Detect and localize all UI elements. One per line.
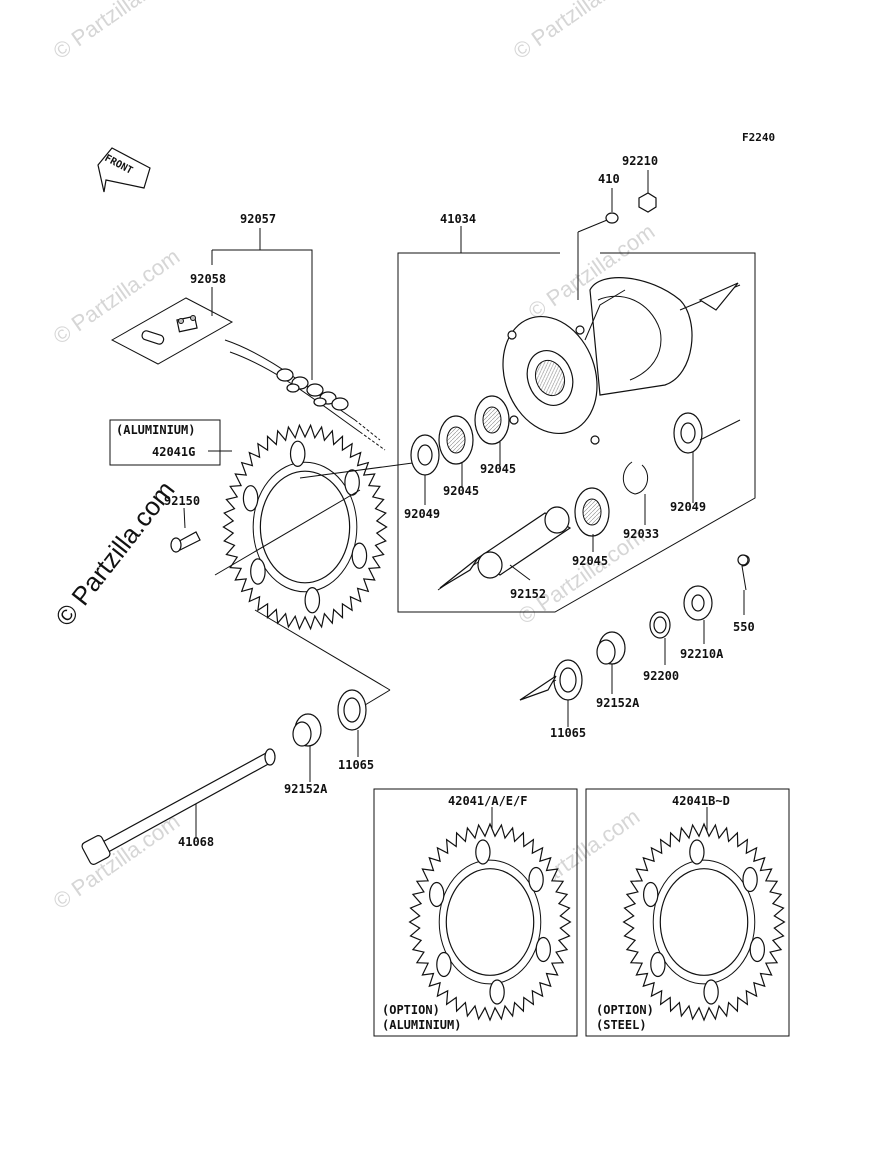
chain-links <box>276 368 349 411</box>
label-550: 550 <box>733 620 755 634</box>
rear-sprocket <box>222 423 388 631</box>
cotter-pin-550 <box>737 554 750 615</box>
label-11065-right: 11065 <box>550 726 586 740</box>
label-41068: 41068 <box>178 835 214 849</box>
rear-hub <box>502 217 741 445</box>
label-92049-right: 92049 <box>670 500 706 514</box>
bearing-92049-left <box>410 434 440 505</box>
label-92049-left: 92049 <box>404 507 440 521</box>
label-41034: 41034 <box>440 212 476 226</box>
label-option-alu-1: (OPTION) <box>382 1003 440 1017</box>
watermark: © Partzilla.com <box>49 0 185 64</box>
collar-92152A-right <box>596 631 626 694</box>
sprocket-to-seal-lines <box>254 609 391 706</box>
label-aluminium-box: (ALUMINIUM) <box>116 423 195 437</box>
label-92058: 92058 <box>190 272 226 286</box>
bearing-92045-b <box>474 395 510 465</box>
label-92150: 92150 <box>164 494 200 508</box>
sprocket-bolt <box>170 507 201 553</box>
front-arrow-icon: FRONT <box>97 147 151 193</box>
label-92152A-right: 92152A <box>596 696 640 710</box>
label-92045-a: 92045 <box>443 484 479 498</box>
circlip-92033 <box>622 461 649 525</box>
hub-assembly-frame <box>397 226 756 613</box>
label-92152A-left: 92152A <box>284 782 328 796</box>
watermark: © Partzilla.com <box>49 809 185 915</box>
label-42041AEF: 42041/A/E/F <box>448 794 527 808</box>
label-92152: 92152 <box>510 587 546 601</box>
watermark-main: © Partzilla.com <box>49 475 181 632</box>
label-92200: 92200 <box>643 669 679 683</box>
label-option-steel-2: (STEEL) <box>596 1018 647 1032</box>
label-410: 410 <box>598 172 620 186</box>
bearing-92045-c <box>574 487 610 552</box>
watermark: © Partzilla.com <box>49 244 185 350</box>
option-aluminium-box <box>373 788 578 1037</box>
aluminium-callout <box>109 419 232 466</box>
master-link <box>110 297 234 365</box>
label-92057: 92057 <box>240 212 276 226</box>
watermark: © Partzilla.com <box>509 0 645 64</box>
label-42041BD: 42041B~D <box>672 794 730 808</box>
hub-stud-nut <box>605 170 657 224</box>
part-labels: 92210 410 41034 92057 92058 (ALUMINIUM) … <box>116 154 755 1032</box>
label-option-alu-2: (ALUMINIUM) <box>382 1018 461 1032</box>
option-steel-box <box>585 788 790 1037</box>
label-92210: 92210 <box>622 154 658 168</box>
label-92045-b: 92045 <box>480 462 516 476</box>
bearing-92045-a <box>438 415 474 488</box>
label-option-steel-1: (OPTION) <box>596 1003 654 1017</box>
collar-92152A-left <box>292 713 322 782</box>
rear-axle-41068 <box>81 748 276 865</box>
label-11065-left: 11065 <box>338 758 374 772</box>
label-92045-c: 92045 <box>572 554 608 568</box>
spacer-92152 <box>437 506 572 591</box>
label-92033: 92033 <box>623 527 659 541</box>
figure-code: F2240 <box>742 131 775 144</box>
drive-chain <box>224 339 386 451</box>
axle-nut-92210A <box>683 585 713 644</box>
label-42041G: 42041G <box>152 445 195 459</box>
washer-92200 <box>649 611 671 665</box>
seal-11065-right <box>519 659 583 727</box>
label-92210A: 92210A <box>680 647 724 661</box>
seal-11065-left <box>337 689 367 757</box>
bearing-92049-right <box>673 412 741 503</box>
